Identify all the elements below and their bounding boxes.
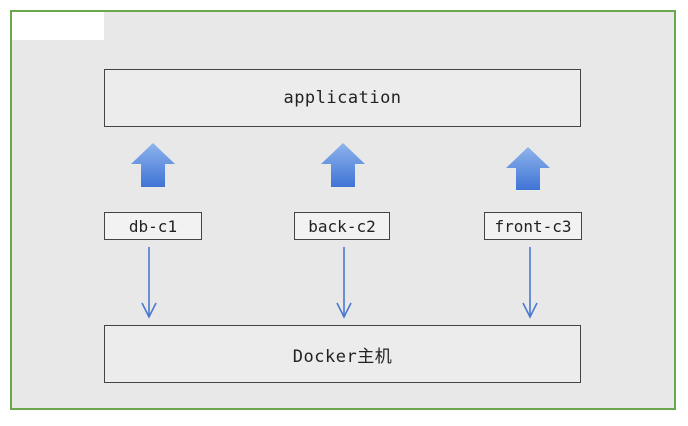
container-back-c2-box: back-c2 [294, 212, 390, 240]
container-front-c3-box: front-c3 [484, 212, 582, 240]
application-label: application [283, 88, 402, 108]
container-db-c1-box: db-c1 [104, 212, 202, 240]
docker-host-label: Docker主机 [292, 346, 393, 367]
container-back-c2-label: back-c2 [308, 216, 376, 236]
application-box: application [104, 69, 581, 127]
corner-patch [12, 12, 104, 40]
container-db-c1-label: db-c1 [128, 216, 178, 236]
docker-host-box: Docker主机 [104, 325, 581, 383]
container-front-c3-label: front-c3 [494, 216, 572, 236]
